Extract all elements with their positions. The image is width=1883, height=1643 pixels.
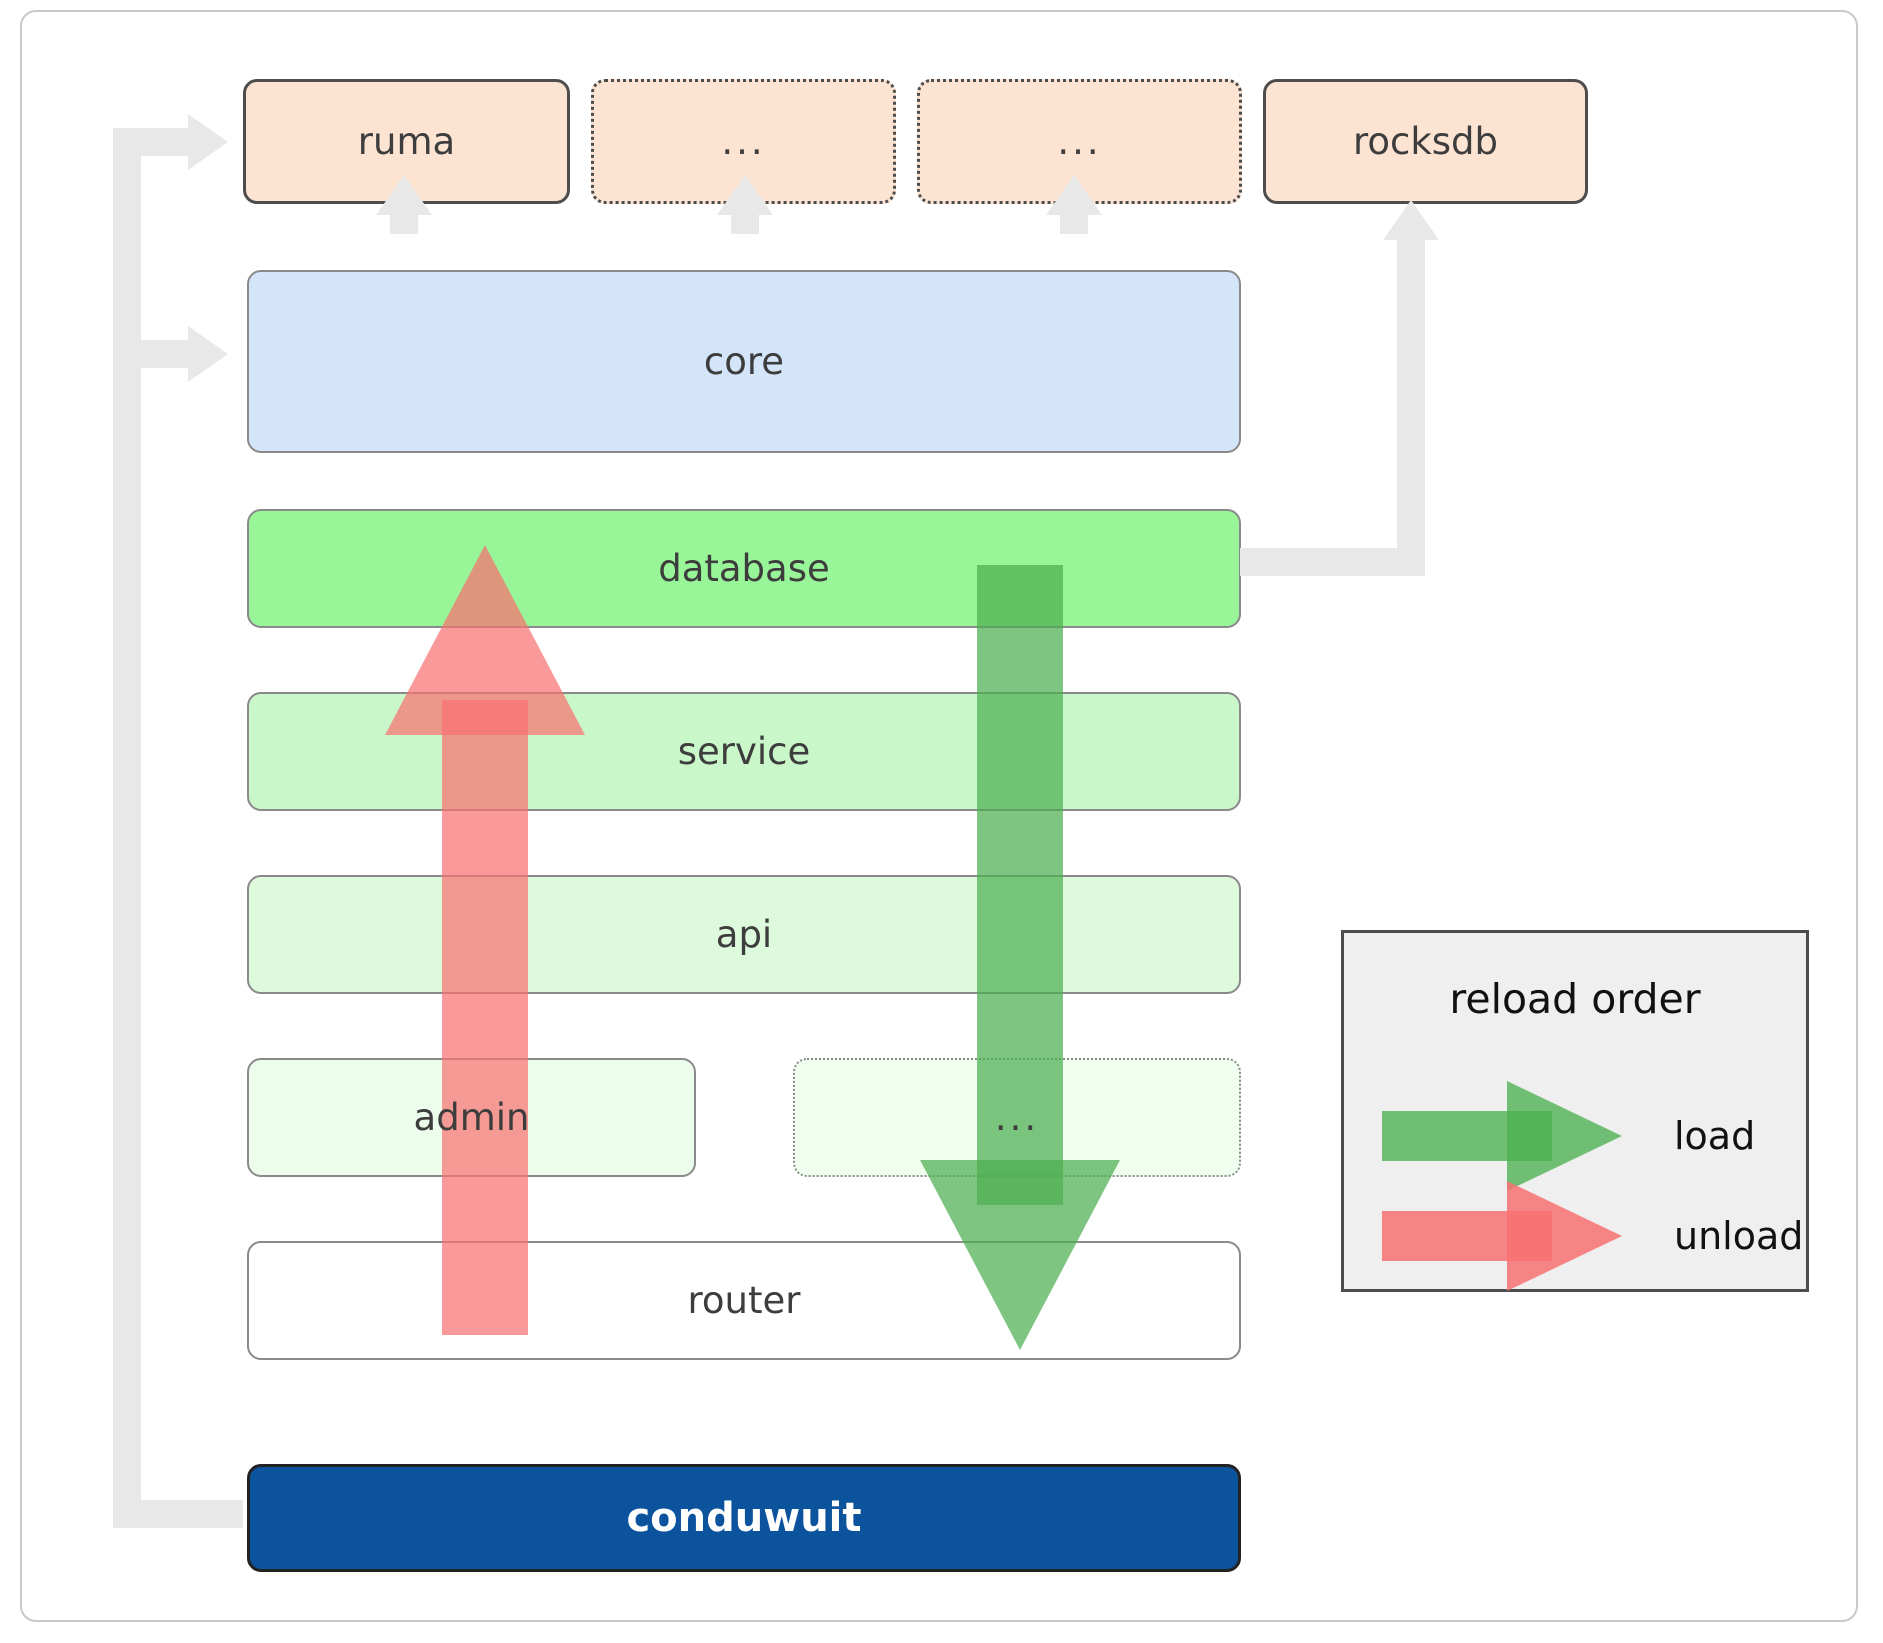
- layer-admin-label: admin: [413, 1096, 530, 1139]
- layer-api[interactable]: api: [247, 875, 1241, 994]
- grey-branch-conduwuit: [113, 1500, 243, 1528]
- crate-rocksdb-label: rocksdb: [1352, 120, 1499, 163]
- layer-core-label: core: [703, 340, 785, 383]
- grey-db-to-rocksdb-horizontal: [1240, 548, 1425, 576]
- layer-router-label: router: [687, 1279, 801, 1322]
- crate-ruma[interactable]: ruma: [243, 79, 570, 204]
- node-conduwuit[interactable]: conduwuit: [247, 1464, 1241, 1572]
- grey-core-to-ruma-head: [376, 175, 432, 215]
- layer-database-label: database: [658, 547, 830, 590]
- crate-rocksdb[interactable]: rocksdb: [1263, 79, 1588, 204]
- layer-placeholder-label: ...: [994, 1096, 1040, 1139]
- grey-core-to-dots2-head: [1046, 175, 1102, 215]
- layer-service-label: service: [677, 730, 811, 773]
- grey-core-to-dots1-shaft: [731, 212, 759, 234]
- grey-bus-vertical: [113, 128, 141, 1528]
- grey-core-to-ruma-shaft: [390, 212, 418, 234]
- crate-placeholder-1-label: ...: [721, 120, 766, 163]
- node-conduwuit-label: conduwuit: [626, 1495, 862, 1541]
- legend-unload-label: unload: [1674, 1214, 1804, 1258]
- legend-row-unload: unload: [1382, 1181, 1803, 1291]
- unload-legend-icon: [1382, 1181, 1622, 1291]
- legend-load-label: load: [1674, 1114, 1756, 1158]
- load-arrow: [920, 565, 1120, 1350]
- grey-core-to-dots2-shaft: [1060, 212, 1088, 234]
- grey-core-to-dots1-head: [717, 175, 773, 215]
- load-legend-icon: [1382, 1081, 1622, 1191]
- grey-db-to-rocksdb-vertical: [1397, 240, 1425, 576]
- grey-arrowhead-ruma: [188, 114, 228, 170]
- layer-core[interactable]: core: [247, 270, 1241, 453]
- legend-panel: reload order load unload: [1341, 930, 1809, 1292]
- layer-api-label: api: [715, 913, 773, 956]
- crate-placeholder-2-label: ...: [1057, 120, 1102, 163]
- grey-arrowhead-core: [188, 326, 228, 382]
- grey-db-to-rocksdb-head: [1383, 200, 1439, 240]
- crate-ruma-label: ruma: [357, 120, 456, 163]
- layer-router[interactable]: router: [247, 1241, 1241, 1360]
- legend-title: reload order: [1449, 975, 1701, 1023]
- unload-arrow: [385, 545, 585, 1335]
- legend-row-load: load: [1382, 1081, 1755, 1191]
